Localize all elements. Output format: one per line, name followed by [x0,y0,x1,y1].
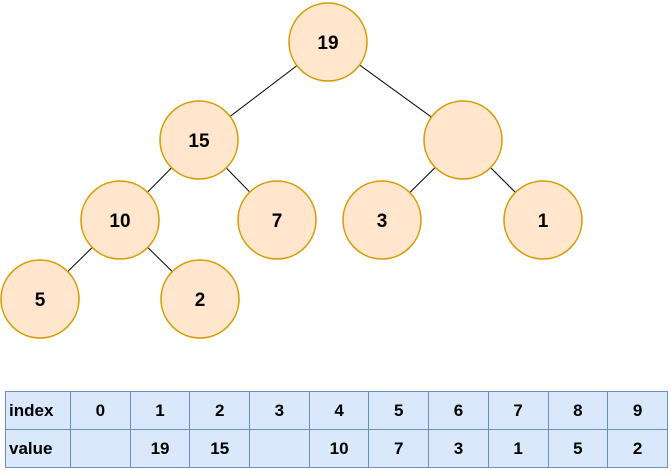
tree-node-circle [159,100,239,180]
tree-node: 1 [503,180,583,260]
index-cell: 9 [607,391,668,430]
index-cell: 6 [428,391,489,430]
value-cell [70,429,131,468]
tree-node-label: 3 [377,211,388,232]
value-cell: 19 [129,429,191,468]
tree-node-circle [0,259,80,339]
tree-node: 2 [160,259,240,339]
tree-node: 10 [80,180,160,260]
tree-node [423,100,503,180]
index-cell: 5 [368,391,430,430]
value-cell: 7 [368,429,430,468]
tree-node-label: 19 [317,33,338,54]
tree-node-label: 10 [109,211,130,232]
tree-node-circle [237,180,317,260]
array-table: index 0 1 2 3 4 5 6 7 8 9 value 19 15 10… [5,391,668,468]
value-cell: 2 [607,429,668,468]
index-cell: 0 [70,391,131,430]
index-cell: 2 [189,391,251,430]
tree-node: 3 [342,180,422,260]
index-cell: 3 [249,391,310,430]
tree-node-circle [80,180,160,260]
tree-node-circle [288,2,368,82]
index-cell: 1 [129,391,191,430]
tree-node: 7 [237,180,317,260]
tree-node-circle [160,259,240,339]
tree-node-label: 7 [272,211,283,232]
tree-node-label: 15 [188,131,210,152]
table-row-value: value 19 15 10 7 3 1 5 2 [5,429,668,468]
tree-node-label: 2 [195,290,206,311]
row-header-value: value [5,429,71,468]
value-cell: 5 [547,429,609,468]
tree-node: 15 [159,100,239,180]
table-row-index: index 0 1 2 3 4 5 6 7 8 9 [5,391,668,430]
index-cell: 4 [308,391,370,430]
value-cell: 1 [487,429,549,468]
row-header-index: index [5,391,71,430]
value-cell [249,429,310,468]
value-cell: 3 [428,429,489,468]
tree-node-label: 1 [538,211,549,232]
value-cell: 15 [189,429,251,468]
tree-node: 5 [0,259,80,339]
index-cell: 8 [547,391,609,430]
index-cell: 7 [487,391,549,430]
tree-node-circle [423,100,503,180]
tree-node-circle [342,180,422,260]
tree-node-circle [503,180,583,260]
tree-node-label: 5 [35,290,46,311]
tree-node: 19 [288,2,368,82]
value-cell: 10 [308,429,370,468]
